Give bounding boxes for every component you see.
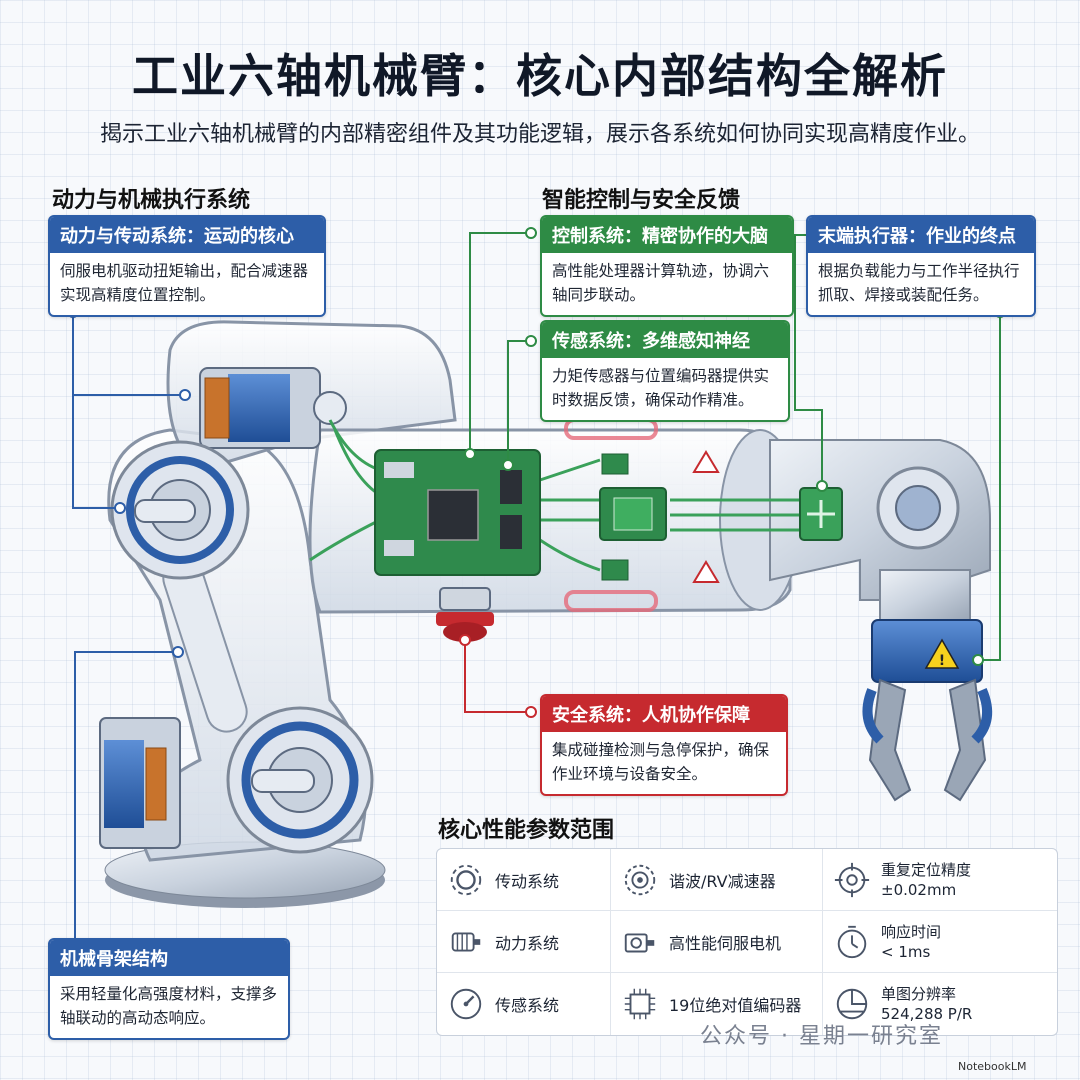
param-cell: 传感系统 — [437, 973, 611, 1035]
servo-motor-icon — [624, 932, 655, 952]
svg-text:!: ! — [939, 653, 945, 669]
encoder-disc-icon — [836, 988, 868, 1020]
card-end-title: 末端执行器：作业的终点 — [808, 217, 1034, 253]
param-label: 重复定位精度 — [881, 860, 972, 879]
card-control-system: 控制系统：精密协作的大脑 高性能处理器计算轨迹，协调六轴同步联动。 — [540, 215, 794, 317]
leader-line-safety — [464, 640, 531, 713]
param-value: 524,288 P/R — [881, 1005, 973, 1023]
card-frame-body: 采用轻量化高强度材料，支撑多轴联动的高动态响应。 — [60, 985, 278, 1027]
motor-icon — [451, 932, 481, 951]
control-circuit-board — [374, 449, 541, 576]
card-sensor-title: 传感系统：多维感知神经 — [542, 322, 788, 358]
card-power-title: 动力与传动系统：运动的核心 — [50, 217, 324, 253]
param-label: 单图分辨率 — [881, 985, 957, 1003]
param-cell: 19位绝对值编码器 — [611, 973, 823, 1035]
param-cell: 动力系统 — [437, 911, 611, 973]
internal-cabling — [309, 419, 800, 572]
param-label: 高性能伺服电机 — [669, 933, 782, 953]
param-label: 传感系统 — [495, 996, 560, 1015]
card-safety-title: 安全系统：人机协作保障 — [542, 696, 786, 732]
card-control-body: 高性能处理器计算轨迹，协调六轴同步联动。 — [552, 262, 770, 304]
section-heading-control: 智能控制与安全反馈 — [542, 188, 741, 213]
wrist-sensor-module — [799, 487, 843, 541]
elbow-reducer-joint — [226, 706, 374, 854]
card-end-body: 根据负载能力与工作半径执行抓取、焊接或装配任务。 — [818, 262, 1020, 304]
param-cell: 重复定位精度±0.02mm — [823, 849, 1057, 911]
brand-label: NotebookLM — [958, 1060, 1027, 1073]
param-cell: 传动系统 — [437, 849, 611, 911]
stopwatch-icon — [837, 925, 867, 958]
section-heading-mechanical: 动力与机械执行系统 — [52, 188, 251, 213]
wrist-joint — [769, 439, 991, 621]
leader-line-end-sensor — [794, 234, 823, 486]
param-label: 动力系统 — [495, 933, 560, 953]
card-mechanical-frame: 机械骨架结构 采用轻量化高强度材料，支撑多轴联动的高动态响应。 — [48, 938, 290, 1040]
param-label: 谐波/RV减速器 — [669, 871, 776, 891]
param-label: 传动系统 — [495, 871, 560, 891]
card-safety-system: 安全系统：人机协作保障 集成碰撞检测与急停保护，确保作业环境与设备安全。 — [540, 694, 788, 796]
card-frame-title: 机械骨架结构 — [50, 940, 288, 976]
card-safety-body: 集成碰撞检测与急停保护，确保作业环境与设备安全。 — [552, 741, 770, 783]
card-sensor-system: 传感系统：多维感知神经 力矩传感器与位置编码器提供实时数据反馈，确保动作精准。 — [540, 320, 790, 422]
warning-triangles — [692, 450, 720, 583]
base-servo-motor — [99, 717, 181, 849]
card-power-transmission: 动力与传动系统：运动的核心 伺服电机驱动扭矩输出，配合减速器实现高精度位置控制。 — [48, 215, 326, 317]
leader-line-power-joint — [72, 395, 120, 509]
gauge-icon — [450, 988, 482, 1020]
param-cell: 响应时间< 1ms — [823, 911, 1057, 973]
gripper: ! — [862, 619, 993, 802]
leader-line-control — [469, 232, 531, 454]
param-value: < 1ms — [881, 942, 931, 961]
card-sensor-body: 力矩传感器与位置编码器提供实时数据反馈，确保动作精准。 — [552, 367, 770, 409]
robot-base — [104, 841, 386, 908]
reducer-gear-icon — [624, 864, 656, 895]
param-label: 19位绝对值编码器 — [669, 996, 802, 1015]
param-value: ±0.02mm — [881, 880, 957, 899]
page-subtitle: 揭示工业六轴机械臂的内部精密组件及其功能逻辑，展示各系统如何协同实现高精度作业。 — [99, 122, 980, 147]
params-heading: 核心性能参数范围 — [438, 818, 615, 843]
chip-icon — [624, 988, 656, 1020]
leader-line-end-effector — [978, 312, 1001, 661]
leader-line-frame — [74, 651, 178, 942]
shoulder-reducer-joint — [110, 440, 250, 580]
card-end-effector: 末端执行器：作业的终点 根据负载能力与工作半径执行抓取、焊接或装配任务。 — [806, 215, 1036, 317]
param-cell: 高性能伺服电机 — [611, 911, 823, 973]
sensor-module — [599, 453, 667, 581]
target-icon — [834, 862, 870, 897]
param-cell: 单图分辨率 524,288 P/R — [823, 973, 1057, 1035]
card-power-body: 伺服电机驱动扭矩输出，配合减速器实现高精度位置控制。 — [60, 262, 309, 304]
emergency-stop-button — [436, 587, 494, 642]
param-label: 响应时间 — [881, 922, 942, 941]
leader-line-sensor — [507, 340, 531, 465]
params-table: 传动系统 谐波/RV减速器 重复定位精度±0.02mm 动力系统 高性能伺服电机… — [436, 848, 1058, 1036]
param-cell: 谐波/RV减速器 — [611, 849, 823, 911]
card-control-title: 控制系统：精密协作的大脑 — [542, 217, 792, 253]
gear-icon — [450, 864, 482, 895]
shoulder-servo-motor — [199, 367, 347, 449]
page-title: 工业六轴机械臂：核心内部结构全解析 — [132, 49, 948, 103]
watermark: 公众号 · 星期一研究室 — [700, 1024, 943, 1049]
